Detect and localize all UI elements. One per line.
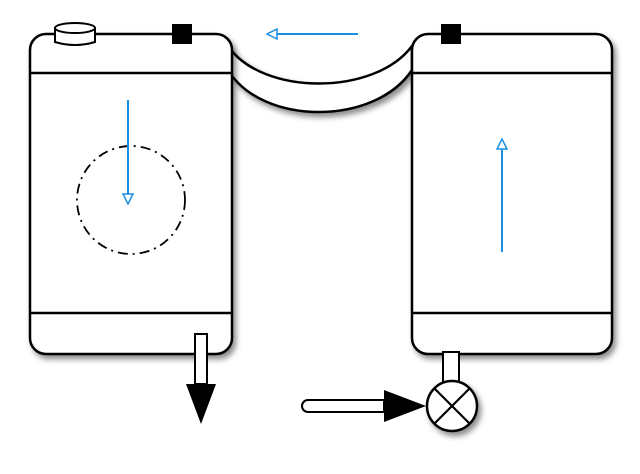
drain-outlet-arrow [186, 384, 216, 424]
left-tank-cap-icon [172, 24, 192, 44]
left-tank-details [30, 22, 232, 315]
valve [425, 351, 479, 433]
impeller-circle-icon [76, 145, 186, 255]
drain-pipe [186, 333, 216, 424]
left-tank [28, 32, 234, 356]
connecting-hose [226, 41, 414, 114]
right-tank-details [412, 24, 612, 315]
inlet-arrow [301, 390, 426, 422]
right-tank-cap-icon [441, 24, 461, 44]
right-tank [410, 32, 614, 356]
fill-cap-icon [54, 22, 96, 46]
